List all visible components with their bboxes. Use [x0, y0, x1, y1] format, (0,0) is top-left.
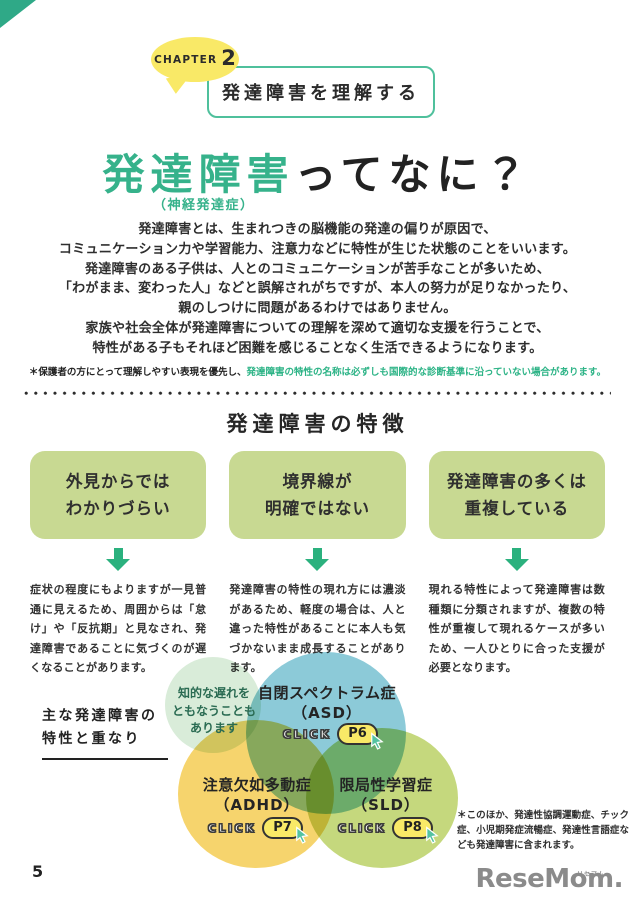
sld-page-ref: P8	[403, 820, 422, 835]
intro-footnote: ＊保護者の方にとって理解しやすい表現を優先し、発達障害の特性の名称は必ずしも国際…	[0, 364, 635, 378]
resemom-logo: リセマム ReseMom.	[475, 864, 624, 894]
chapter-badge: CHAPTER 2	[151, 37, 239, 82]
sld-click-button[interactable]: CLICK P8	[337, 817, 439, 844]
intro-footnote-plain: ＊保護者の方にとって理解しやすい表現を優先し、	[28, 367, 247, 378]
feature-columns: 外見からでは わかりづらい 症状の程度にもよりますが一見普通に見えるため、周囲か…	[30, 451, 605, 678]
speech-bubble-tail	[166, 74, 195, 95]
venn-side-label-line: 特性と重なり	[42, 731, 141, 747]
intro-line: 「わがまま、変わった人」などと誤解されがちですが、本人の努力が足りなかったり、	[58, 281, 577, 297]
venn-circle-sld	[306, 728, 458, 868]
corner-triangle-decoration	[0, 0, 36, 28]
adhd-click-label: CLICK	[207, 821, 257, 835]
note-line: ともなうことも	[171, 703, 256, 718]
feature-heading-box: 境界線が 明確ではない	[229, 451, 406, 539]
feature-heading-line: 重複している	[464, 499, 570, 518]
intellectual-delay-note: 知的な遅れを ともなうことも あります	[166, 685, 262, 738]
asd-click-label: CLICK	[282, 727, 332, 741]
asd-page-ref: P6	[348, 726, 367, 741]
down-arrow-icon	[305, 548, 330, 571]
feature-column-3: 発達障害の多くは 重複している 現れる特性によって発達障害は数種類に分類されます…	[428, 451, 605, 678]
adhd-page-pill[interactable]: P7	[262, 817, 309, 844]
adhd-label: 注意欠如多動症 （ADHD）	[182, 776, 332, 815]
feature-body-text: 発達障害の特性の現れ方には濃淡があるため、軽度の場合は、人と違った特性があること…	[229, 583, 406, 674]
asd-label-abbr: （ASD）	[292, 704, 362, 722]
intro-line: 発達障害のある子供は、人とのコミュニケーションが苦手なことが多いため、	[84, 261, 551, 277]
intro-line: 特性がある子もそれほど困難を感じることなく生活できるようになります。	[92, 340, 543, 356]
page-title: 発達障害ってなに？	[0, 141, 635, 202]
note-line: あります	[189, 721, 238, 735]
intro-footnote-green: 発達障害の特性の名称は必ずしも国際的な診断基準に沿っていない場合があります。	[246, 367, 607, 378]
dotted-divider	[24, 391, 611, 396]
asd-page-pill[interactable]: P6	[337, 723, 384, 750]
sld-label-abbr: （SLD）	[352, 796, 420, 814]
feature-body-text: 症状の程度にもよりますが一見普通に見えるため、周囲からは「怠け」や「反抗期」と見…	[30, 583, 207, 674]
asd-click-button[interactable]: CLICK P6	[282, 723, 384, 750]
logo-text: ReseMom.	[475, 864, 624, 894]
feature-heading-box: 外見からでは わかりづらい	[30, 451, 207, 539]
feature-heading-line: 明確ではない	[264, 499, 370, 518]
page-title-subtitle: （神経発達症）	[153, 198, 255, 213]
chapter-number: 2	[221, 46, 236, 70]
down-arrow-icon	[106, 548, 131, 571]
venn-side-label-line: 主な発達障害の	[42, 708, 158, 724]
cursor-icon	[293, 826, 311, 848]
adhd-click-button[interactable]: CLICK P7	[207, 817, 309, 844]
intro-line: 発達障害とは、生まれつきの脳機能の発達の偏りが原因で、	[138, 222, 497, 237]
feature-heading-line: 発達障害の多くは	[446, 472, 587, 491]
adhd-label-abbr: （ADHD）	[214, 796, 300, 814]
feature-column-2: 境界線が 明確ではない 発達障害の特性の現れ方には濃淡があるため、軽度の場合は、…	[229, 451, 406, 678]
chapter-subtitle-box: 発達障害を理解する	[207, 66, 435, 118]
intro-paragraph: 発達障害とは、生まれつきの脳機能の発達の偏りが原因で、 コミュニケーション力や学…	[0, 220, 635, 359]
asd-label: 自閉スペクトラム症 （ASD）	[253, 684, 401, 723]
feature-heading-box: 発達障害の多くは 重複している	[428, 451, 605, 539]
cursor-icon	[423, 826, 441, 848]
feature-heading-line: 境界線が	[282, 472, 353, 491]
sld-click-label: CLICK	[337, 821, 387, 835]
intro-line: 家族や社会全体が発達障害についての理解を深めて適切な支援を行うことで、	[85, 320, 550, 336]
feature-heading-line: わかりづらい	[65, 499, 171, 518]
page-title-rest: ってなに？	[294, 150, 533, 199]
feature-column-1: 外見からでは わかりづらい 症状の程度にもよりますが一見普通に見えるため、周囲か…	[30, 451, 207, 678]
sld-page-pill[interactable]: P8	[392, 817, 439, 844]
logo-ruby-text: リセマム	[576, 871, 605, 878]
feature-heading-line: 外見からでは	[65, 472, 171, 491]
sld-label-name: 限局性学習症	[339, 776, 433, 794]
venn-side-label: 主な発達障害の 特性と重なり	[42, 705, 168, 760]
intro-line: 親のしつけに問題があるわけではありません。	[178, 301, 457, 317]
page-number: 5	[32, 862, 44, 881]
sld-label: 限局性学習症 （SLD）	[314, 776, 458, 815]
venn-footnote: ＊このほか、発達性協調運動症、チック症、小児期発症流暢症、発達性言語症なども発達…	[457, 810, 629, 851]
adhd-page-ref: P7	[273, 820, 292, 835]
asd-label-name: 自閉スペクトラム症	[257, 684, 396, 702]
page-title-highlight: 発達障害	[102, 150, 295, 199]
intro-line: コミュニケーション力や学習能力、注意力などに特性が生じた状態のことをいいます。	[58, 241, 577, 257]
feature-body-text: 現れる特性によって発達障害は数種類に分類されますが、複数の特性が重複して現れるケ…	[428, 583, 605, 674]
section-title: 発達障害の特徴	[226, 412, 409, 436]
chapter-label: CHAPTER	[154, 53, 218, 66]
note-line: 知的な遅れを	[177, 686, 250, 700]
down-arrow-icon	[504, 548, 529, 571]
chapter-subtitle: 発達障害を理解する	[222, 83, 420, 104]
cursor-icon	[368, 732, 386, 754]
adhd-label-name: 注意欠如多動症	[202, 776, 312, 794]
